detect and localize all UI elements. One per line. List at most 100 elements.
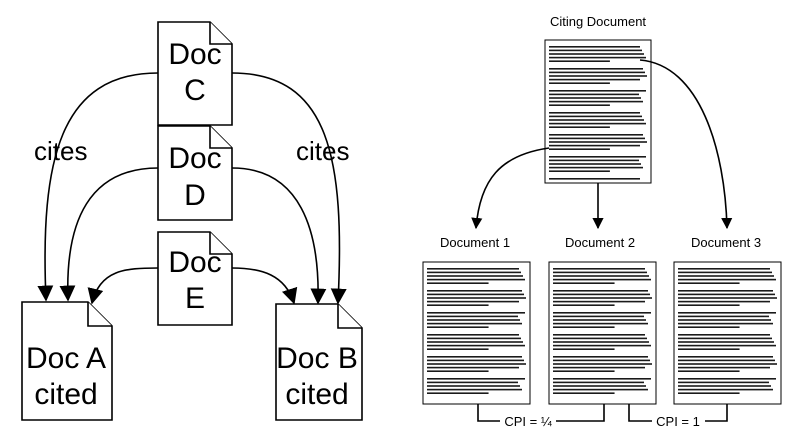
text-line	[678, 363, 777, 365]
text-line	[549, 159, 639, 162]
citing-document-text	[549, 46, 647, 180]
document-1-text	[427, 268, 526, 394]
text-line	[427, 275, 523, 277]
doc-b-cited: Doc B cited	[275, 303, 363, 421]
text-line	[553, 370, 615, 372]
text-line	[553, 312, 651, 314]
text-line	[427, 344, 525, 347]
cpi-bracket-right: CPI = 1	[628, 404, 728, 429]
text-line	[678, 278, 776, 281]
text-line	[549, 68, 643, 70]
cites-label-right: cites	[296, 136, 349, 166]
text-line	[553, 282, 615, 284]
text-line	[549, 90, 646, 92]
text-line	[549, 93, 639, 96]
doc-a-line2: cited	[34, 378, 97, 411]
arrow-citing-to-doc3	[639, 59, 733, 230]
text-line	[678, 388, 773, 391]
arrow-e-to-b	[231, 267, 298, 305]
doc-e-line1: Doc	[168, 246, 221, 279]
left-arrows	[37, 72, 347, 305]
text-line	[427, 282, 489, 284]
text-line	[678, 378, 776, 380]
text-line	[549, 71, 645, 74]
text-line	[553, 290, 648, 292]
text-line	[553, 356, 648, 358]
citing-document-page	[544, 39, 652, 184]
text-line	[549, 144, 640, 147]
text-line	[549, 119, 644, 121]
cpi-right-label: CPI = 1	[656, 414, 700, 429]
text-line	[427, 271, 521, 274]
text-line	[427, 381, 518, 384]
text-line	[549, 166, 643, 169]
document-3-text	[678, 268, 777, 394]
doc-d: Doc D	[157, 125, 233, 221]
doc-b-line2: cited	[285, 378, 348, 411]
text-line	[427, 319, 520, 321]
doc-b-line1: Doc B	[276, 342, 358, 375]
text-line	[549, 137, 645, 140]
text-line	[549, 82, 610, 84]
citing-document-title: Citing Document	[550, 14, 646, 29]
document-2-title: Document 2	[565, 235, 635, 250]
text-line	[553, 304, 615, 306]
right-cpi-diagram: Citing Document Document 1 Document 2 Do…	[422, 14, 782, 429]
text-line	[427, 300, 519, 303]
text-line	[549, 104, 610, 106]
text-line	[427, 334, 519, 336]
arrow-c-to-a	[37, 72, 159, 302]
text-line	[553, 268, 645, 270]
cpi-bracket-left: CPI = ¼	[477, 404, 605, 429]
text-line	[549, 148, 610, 150]
right-arrows	[471, 59, 733, 230]
text-line	[549, 112, 640, 114]
text-line	[427, 278, 525, 281]
text-line	[678, 304, 740, 306]
text-line	[678, 282, 740, 284]
text-line	[678, 385, 771, 387]
text-line	[427, 392, 489, 394]
text-line	[549, 163, 641, 165]
text-line	[678, 297, 777, 299]
text-line	[678, 322, 773, 325]
text-line	[678, 392, 740, 394]
doc-e-line2: E	[185, 282, 205, 315]
text-line	[427, 304, 489, 306]
text-line	[678, 337, 772, 340]
text-line	[678, 348, 740, 350]
text-line	[427, 359, 524, 362]
text-line	[427, 268, 519, 270]
text-line	[553, 363, 652, 365]
text-line	[678, 271, 772, 274]
text-line	[678, 341, 774, 343]
text-line	[427, 297, 526, 299]
text-line	[427, 385, 520, 387]
text-line	[553, 300, 645, 303]
text-line	[553, 378, 651, 380]
text-line	[553, 293, 650, 296]
text-line	[553, 348, 615, 350]
text-line	[427, 326, 489, 328]
text-line	[549, 56, 646, 59]
text-line	[553, 381, 644, 384]
doc-c: Doc C	[157, 21, 233, 126]
text-line	[553, 319, 646, 321]
text-line	[549, 49, 642, 52]
text-line	[553, 337, 647, 340]
text-line	[427, 363, 526, 365]
text-line	[549, 97, 641, 99]
text-line	[427, 370, 489, 372]
text-line	[427, 315, 518, 318]
text-line	[427, 388, 522, 391]
text-line	[549, 115, 642, 118]
text-line	[549, 100, 643, 103]
arrow-d-to-b	[231, 167, 327, 305]
text-line	[427, 337, 521, 340]
text-line	[553, 315, 644, 318]
text-line	[553, 278, 651, 281]
text-line	[678, 370, 740, 372]
text-line	[549, 46, 640, 48]
text-line	[549, 156, 646, 158]
arrow-e-to-a	[87, 267, 159, 305]
